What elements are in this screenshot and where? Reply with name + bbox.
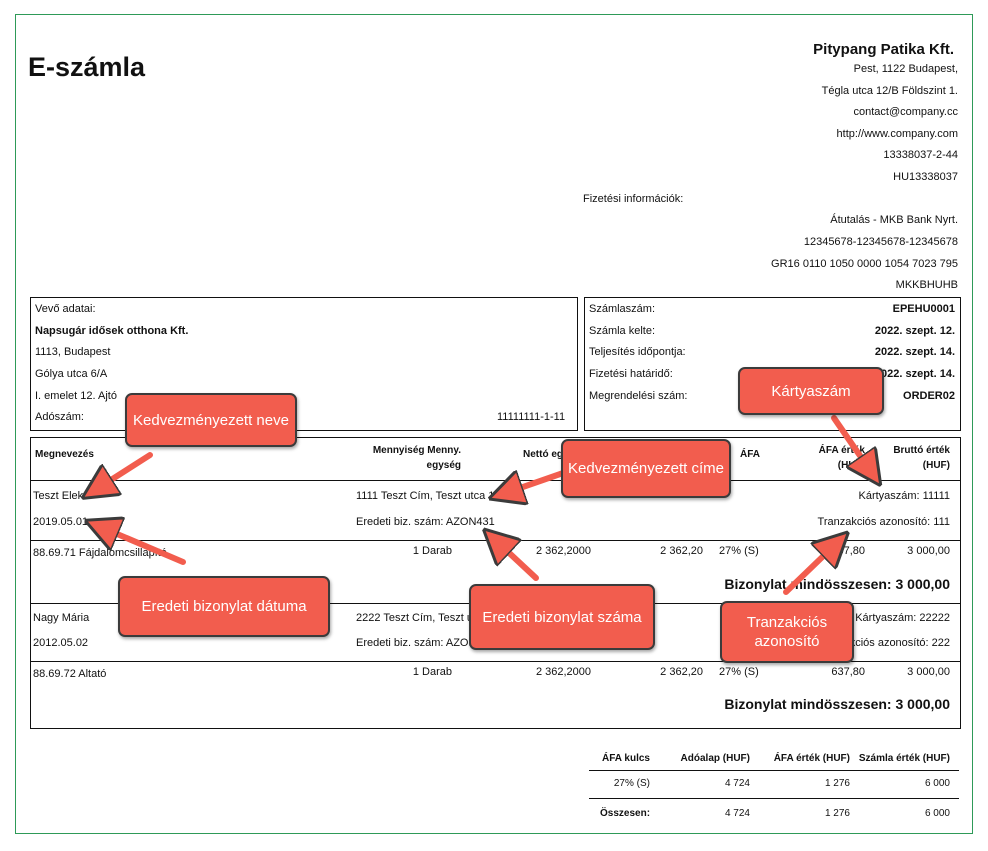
performance-date-value: 2022. szept. 14. xyxy=(874,346,955,358)
page-frame xyxy=(15,14,973,834)
col-header-vat-value: ÁFA érték xyxy=(818,445,865,456)
arrow-txn-id xyxy=(783,540,840,595)
invoice-date-value: 2022. szept. 12. xyxy=(874,325,955,337)
company-website: http://www.company.com xyxy=(836,128,958,140)
buyer-box xyxy=(30,297,578,431)
block-divider xyxy=(31,661,960,662)
summary-total-vat-value: 1 276 xyxy=(824,808,850,819)
summary-header-tax-base: Adóalap (HUF) xyxy=(680,753,750,764)
original-doc-number: Eredeti biz. szám: AZON422 xyxy=(356,637,495,649)
callout-transaction-id: Tranzakciós azonosító xyxy=(720,601,854,663)
company-address-2: Tégla utca 12/B Földszint 1. xyxy=(821,85,958,97)
col-header-net: Nettó eg xyxy=(523,449,563,460)
item-quantity: 1 Darab xyxy=(412,666,452,678)
summary-vat-rate: 27% (S) xyxy=(613,778,650,789)
company-eu-tax-number: HU13338037 xyxy=(893,171,958,183)
callout-beneficiary-address: Kedvezményezett címe xyxy=(561,439,731,498)
company-email: contact@company.cc xyxy=(853,106,958,118)
col-header-name: Megnevezés xyxy=(35,449,94,460)
invoice-date-label: Számla kelte: xyxy=(589,325,656,337)
item-name: 88.69.71 Fájdalomcsillapító xyxy=(33,547,167,559)
summary-vat-value: 1 276 xyxy=(824,778,850,789)
arrow-beneficiary-address xyxy=(500,469,569,495)
original-doc-date: 2019.05.01 xyxy=(33,516,89,528)
due-date-label: Fizetési határidő: xyxy=(589,368,673,380)
card-number: Kártyaszám: 22222 xyxy=(855,612,950,624)
callout-card-number: Kártyaszám xyxy=(738,367,884,415)
beneficiary-address: 1111 Teszt Cím, Teszt utca 1. xyxy=(356,490,498,502)
invoice-info-box xyxy=(584,297,961,431)
summary-header-invoice-value: Számla érték (HUF) xyxy=(858,753,950,764)
performance-date-label: Teljesítés időpontja: xyxy=(589,346,686,358)
col-header-qty: Mennyiség Menny. xyxy=(372,445,461,456)
invoice-number-label: Számlaszám: xyxy=(589,303,656,315)
arrow-card-number xyxy=(831,415,874,476)
summary-header-divider xyxy=(589,770,959,771)
item-quantity: 1 Darab xyxy=(412,545,452,557)
buyer-city: 1113, Budapest xyxy=(35,346,111,358)
card-number: Kártyaszám: 11111 xyxy=(858,490,950,502)
payment-bank: Átutalás - MKB Bank Nyrt. xyxy=(830,214,958,226)
summary-invoice-value: 6 000 xyxy=(924,778,950,789)
item-unit-net: 2 362,2000 xyxy=(535,545,591,557)
order-number-label: Megrendelési szám: xyxy=(589,390,688,402)
due-date-value: 2022. szept. 14. xyxy=(874,368,955,380)
col-header-vat: ÁFA xyxy=(740,449,760,460)
company-name: Pitypang Patika Kft. xyxy=(813,41,954,58)
payment-account: 12345678-12345678-12345678 xyxy=(803,236,958,248)
callout-doc-number: Eredeti bizonylat száma xyxy=(469,584,655,650)
summary-total-label: Összesen: xyxy=(600,808,651,819)
item-vat-value: 637,80 xyxy=(831,666,865,678)
document-total: Bizonylat mindösszesen: 3 000,00 xyxy=(724,576,950,592)
col-header-gross: Bruttó érték xyxy=(893,445,950,456)
item-net: 2 362,20 xyxy=(660,545,703,557)
arrow-doc-date xyxy=(96,525,186,565)
buyer-street: Gólya utca 6/A xyxy=(35,368,108,380)
buyer-name: Napsugár idősek otthona Kft. xyxy=(35,325,189,337)
callout-beneficiary-name: Kedvezményezett neve xyxy=(125,393,297,447)
original-doc-number: Eredeti biz. szám: AZON431 xyxy=(356,516,495,528)
beneficiary-name: Teszt Elek xyxy=(33,490,84,502)
transaction-id: Tranzakciós azonosító: 111 xyxy=(817,516,950,528)
beneficiary-name: Nagy Mária xyxy=(33,612,90,624)
buyer-tax-label: Adószám: xyxy=(35,411,84,423)
order-number-value: ORDER02 xyxy=(903,390,955,402)
callout-doc-date: Eredeti bizonylat dátuma xyxy=(118,576,330,637)
payment-swift: MKKBHUHB xyxy=(895,279,958,291)
buyer-label: Vevő adatai: xyxy=(35,303,96,315)
summary-total-tax-base: 4 724 xyxy=(724,808,750,819)
summary-header-vat-value: ÁFA érték (HUF) xyxy=(773,753,850,764)
col-header-gross-unit: (HUF) xyxy=(922,460,950,471)
payment-iban: GR16 0110 1050 0000 1054 7023 795 xyxy=(771,258,958,270)
beneficiary-address: 2222 Teszt Cím, Teszt utca 2. xyxy=(356,612,500,624)
arrow-beneficiary-name xyxy=(92,452,153,492)
original-doc-date: 2012.05.02 xyxy=(33,637,89,649)
payment-info-label: Fizetési információk: xyxy=(583,193,684,205)
summary-total-divider xyxy=(589,798,959,799)
summary-total-invoice-value: 6 000 xyxy=(924,808,950,819)
company-address-1: Pest, 1122 Budapest, xyxy=(853,63,958,75)
buyer-floor: I. emelet 12. Ajtó xyxy=(35,390,117,402)
item-vat-rate: 27% (S) xyxy=(719,666,759,678)
col-header-unit: egység xyxy=(426,460,461,471)
item-net: 2 362,20 xyxy=(660,666,703,678)
invoice-number-value: EPEHU0001 xyxy=(892,303,955,315)
summary-tax-base: 4 724 xyxy=(724,778,750,789)
company-tax-number: 13338037-2-44 xyxy=(883,149,958,161)
buyer-tax-value: 11111111-1-11 xyxy=(497,411,566,423)
document-title: E-számla xyxy=(28,52,146,82)
item-name: 88.69.72 Altató xyxy=(33,668,107,680)
item-vat-rate: 27% (S) xyxy=(719,545,759,557)
document-total: Bizonylat mindösszesen: 3 000,00 xyxy=(724,696,950,712)
item-gross: 3 000,00 xyxy=(907,666,950,678)
items-table xyxy=(30,437,961,729)
item-gross: 3 000,00 xyxy=(907,545,950,557)
item-unit-net: 2 362,2000 xyxy=(535,666,591,678)
arrow-doc-number xyxy=(492,537,539,581)
summary-header-vat-rate: ÁFA kulcs xyxy=(602,753,650,764)
